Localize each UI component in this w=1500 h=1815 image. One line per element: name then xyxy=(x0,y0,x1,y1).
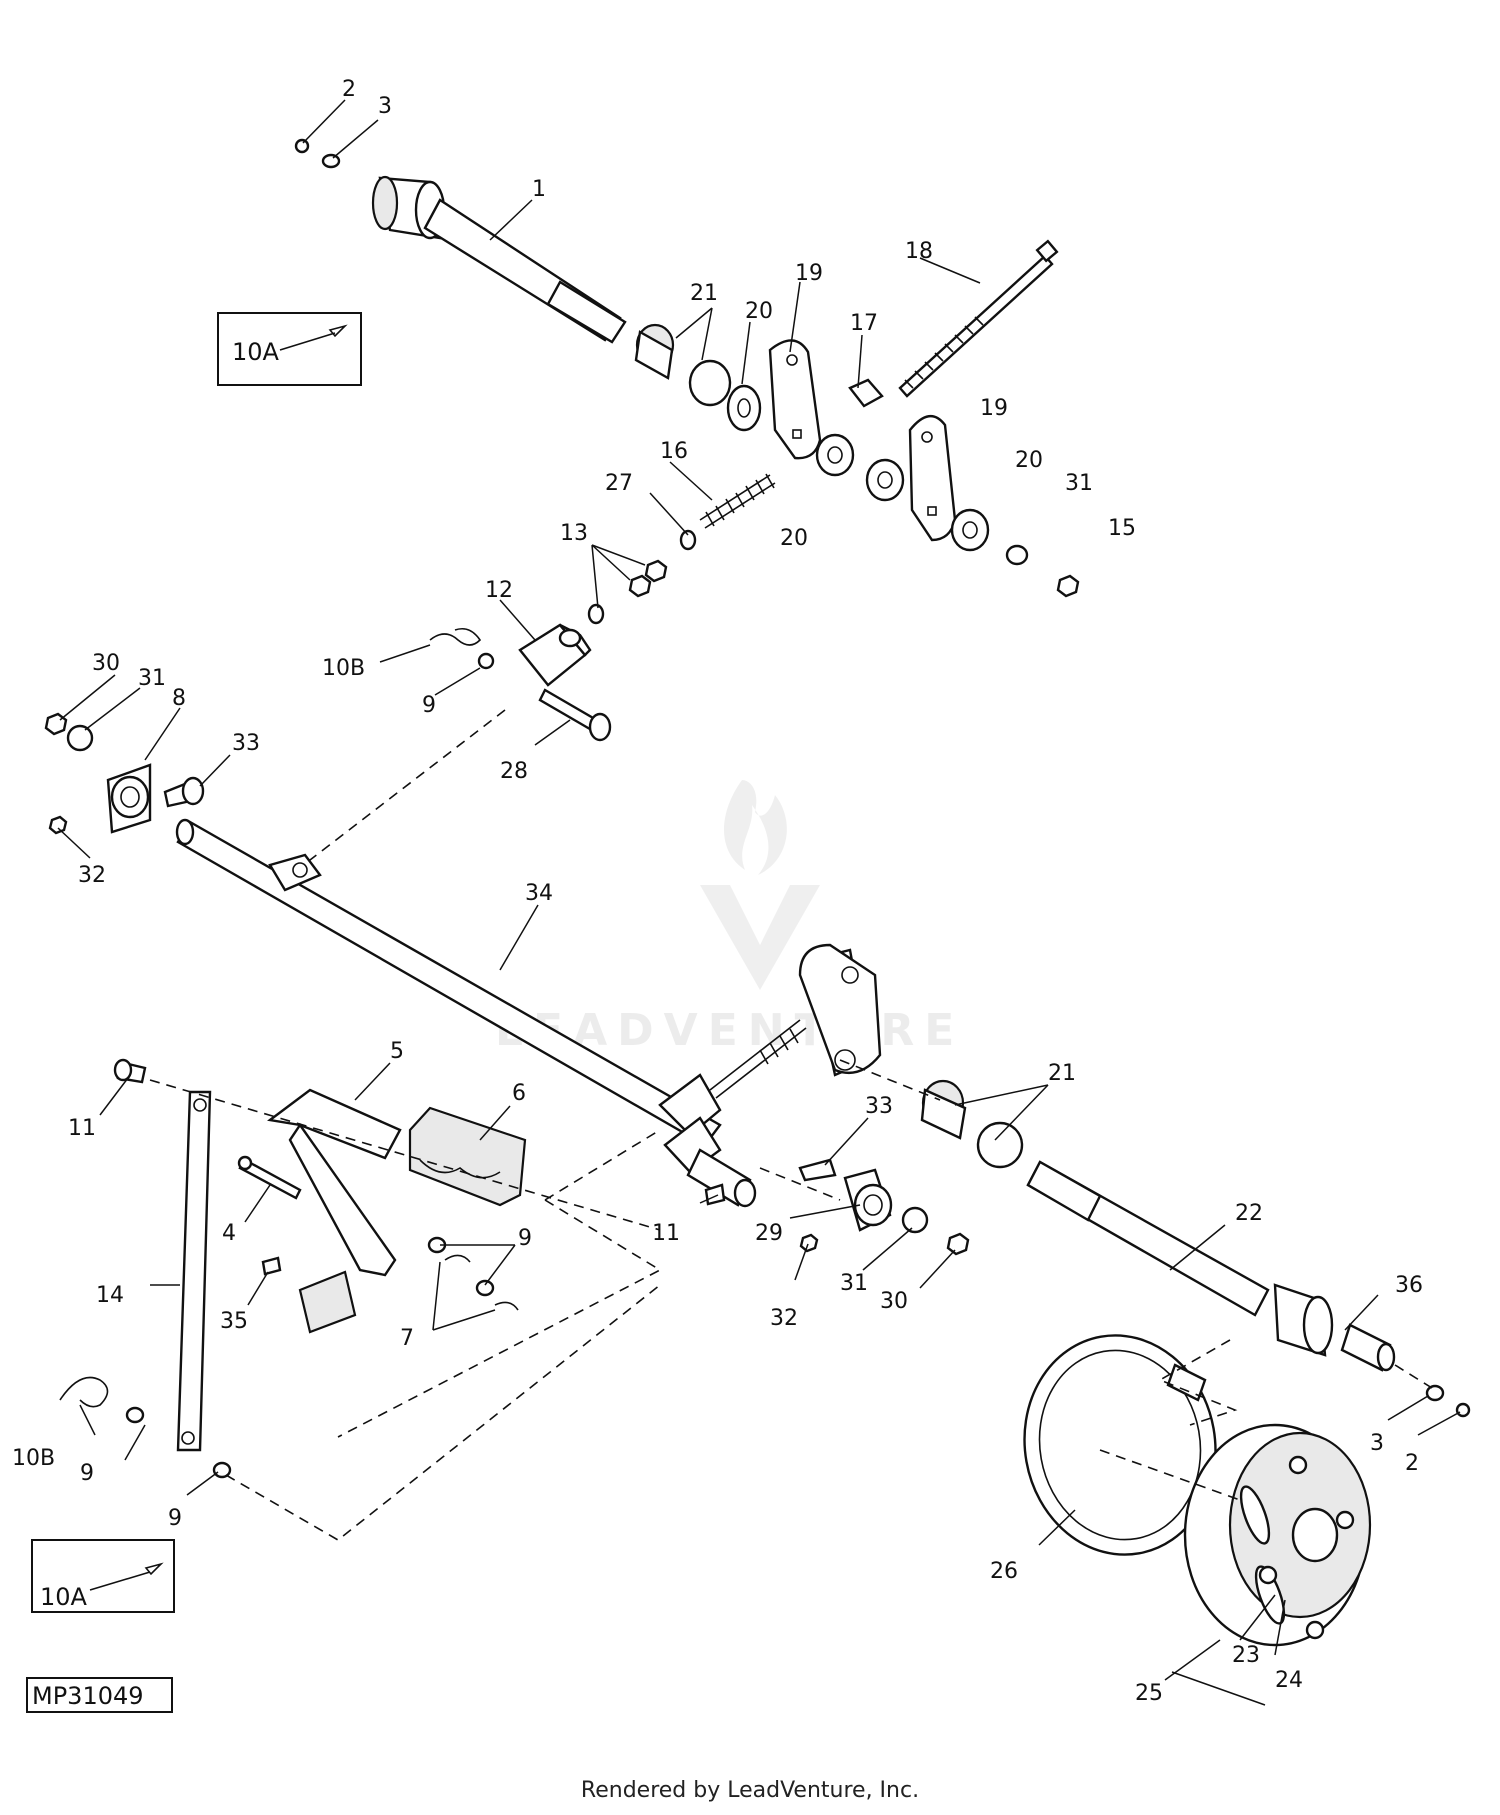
figure-id-box: MP31049 xyxy=(26,1677,173,1713)
cross-shaft-assembly xyxy=(44,712,882,1208)
callout-labels: 2 3 1 18 19 21 20 17 19 16 20 27 31 20 1… xyxy=(12,77,1423,1706)
callout-9-mid: 9 xyxy=(518,1226,532,1251)
callout-6: 6 xyxy=(512,1081,526,1106)
bracket-plates-assembly xyxy=(587,239,1080,625)
inset-box-10a-top: 10A xyxy=(217,312,362,386)
callout-35: 35 xyxy=(220,1309,248,1334)
callout-19-right: 19 xyxy=(980,396,1008,421)
callout-28: 28 xyxy=(500,759,528,784)
callout-27: 27 xyxy=(605,471,633,496)
yoke-assembly xyxy=(429,623,612,742)
callout-23: 23 xyxy=(1232,1643,1260,1668)
callout-32-left: 32 xyxy=(78,863,106,888)
callout-17: 17 xyxy=(850,311,878,336)
callout-31-right: 31 xyxy=(840,1271,868,1296)
inset-label-10a-top: 10A xyxy=(232,338,280,366)
callout-29: 29 xyxy=(755,1221,783,1246)
callout-4: 4 xyxy=(222,1221,236,1246)
callout-2-top: 2 xyxy=(342,77,356,102)
callout-10b-bottom: 10B xyxy=(12,1446,55,1471)
figure-id: MP31049 xyxy=(32,1682,144,1710)
callout-3-bottom: 3 xyxy=(1370,1431,1384,1456)
callout-3-top: 3 xyxy=(378,94,392,119)
callout-18: 18 xyxy=(905,239,933,264)
callout-30-right: 30 xyxy=(880,1289,908,1314)
callout-36: 36 xyxy=(1395,1273,1423,1298)
callout-20-bottom: 20 xyxy=(780,526,808,551)
watermark: LEADVENTURE xyxy=(495,780,954,1056)
callout-24: 24 xyxy=(1275,1668,1303,1693)
callout-13: 13 xyxy=(560,521,588,546)
lower-left-assembly xyxy=(59,1058,527,1479)
callout-22: 22 xyxy=(1235,1201,1263,1226)
callout-32-right: 32 xyxy=(770,1306,798,1331)
callout-5: 5 xyxy=(390,1039,404,1064)
upper-shaft-assembly xyxy=(294,138,762,432)
callout-26: 26 xyxy=(990,1559,1018,1584)
callout-31-top: 31 xyxy=(1065,471,1093,496)
callout-11-left: 11 xyxy=(68,1116,96,1141)
inset-box-10a-bottom: 10A xyxy=(31,1539,175,1613)
leader-lines xyxy=(57,99,1461,1706)
callout-20-top: 20 xyxy=(745,299,773,324)
callout-21-top: 21 xyxy=(690,281,718,306)
callout-1: 1 xyxy=(532,177,546,202)
callout-14: 14 xyxy=(96,1283,124,1308)
dashed-guide-lines xyxy=(149,709,1433,1541)
callout-33-left: 33 xyxy=(232,731,260,756)
callout-15: 15 xyxy=(1108,516,1136,541)
callout-30-left: 30 xyxy=(92,651,120,676)
callout-2-bottom: 2 xyxy=(1405,1451,1419,1476)
callout-9-top: 9 xyxy=(422,693,436,718)
callout-10b-top: 10B xyxy=(322,656,365,681)
callout-8: 8 xyxy=(172,686,186,711)
callout-11-right: 11 xyxy=(652,1221,680,1246)
callout-9-left: 9 xyxy=(80,1461,94,1486)
callout-33-right: 33 xyxy=(865,1094,893,1119)
callout-7: 7 xyxy=(400,1326,414,1351)
callout-31-left: 31 xyxy=(138,666,166,691)
callout-25: 25 xyxy=(1135,1681,1163,1706)
callout-21-bottom: 21 xyxy=(1048,1061,1076,1086)
callout-12: 12 xyxy=(485,578,513,603)
callout-9-bottom: 9 xyxy=(168,1506,182,1531)
inset-label-10a-bottom: 10A xyxy=(40,1583,88,1611)
callout-34: 34 xyxy=(525,881,553,906)
lower-right-assembly xyxy=(704,1079,1471,1647)
callout-19-left: 19 xyxy=(795,261,823,286)
footer-credit: Rendered by LeadVenture, Inc. xyxy=(580,1778,920,1803)
callout-16: 16 xyxy=(660,439,688,464)
callout-20-right: 20 xyxy=(1015,448,1043,473)
